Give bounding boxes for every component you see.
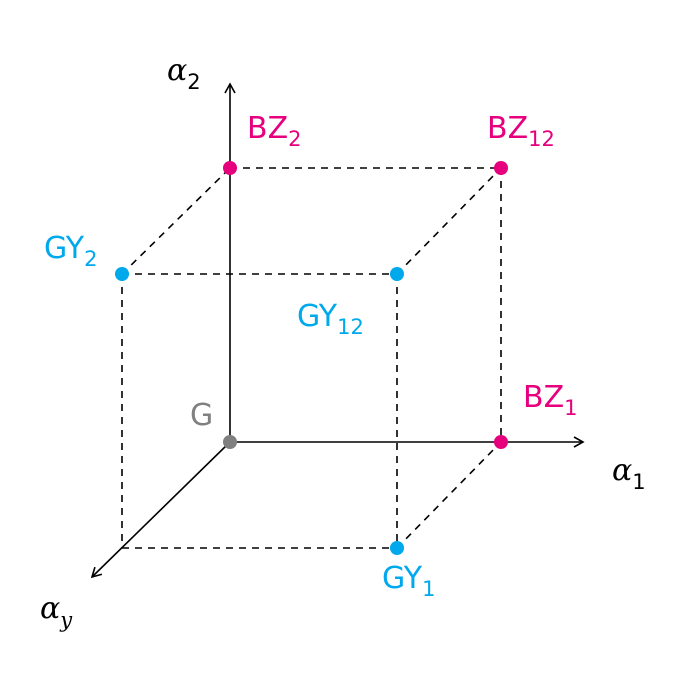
point-gy2: [115, 267, 129, 281]
point-bz1: [494, 435, 508, 449]
point-g: [223, 435, 237, 449]
label-gy2: GY2: [44, 231, 97, 271]
point-gy12: [390, 267, 404, 281]
axes: [90, 82, 585, 579]
dashed-edges: [121, 167, 502, 549]
edge-gy1-bz1: [396, 441, 502, 549]
label-g: G: [190, 398, 213, 433]
label-bz12: BZ12: [487, 111, 555, 151]
point-bz12: [494, 161, 508, 175]
axis-label-alphay: αy: [40, 591, 73, 632]
label-gy1: GY1: [382, 561, 435, 601]
points: [115, 161, 508, 555]
edge-gy2-bz2: [121, 167, 231, 275]
axis-label-alpha1: α1: [612, 453, 646, 494]
point-bz2: [223, 161, 237, 175]
label-bz1: BZ1: [523, 380, 578, 420]
edge-gy12-bz12: [396, 167, 502, 275]
axis-label-alpha2: α2: [167, 53, 201, 94]
point-gy1: [390, 541, 404, 555]
axis-alphay: [90, 441, 231, 579]
label-gy12: GY12: [297, 299, 364, 339]
label-bz2: BZ2: [247, 111, 302, 151]
